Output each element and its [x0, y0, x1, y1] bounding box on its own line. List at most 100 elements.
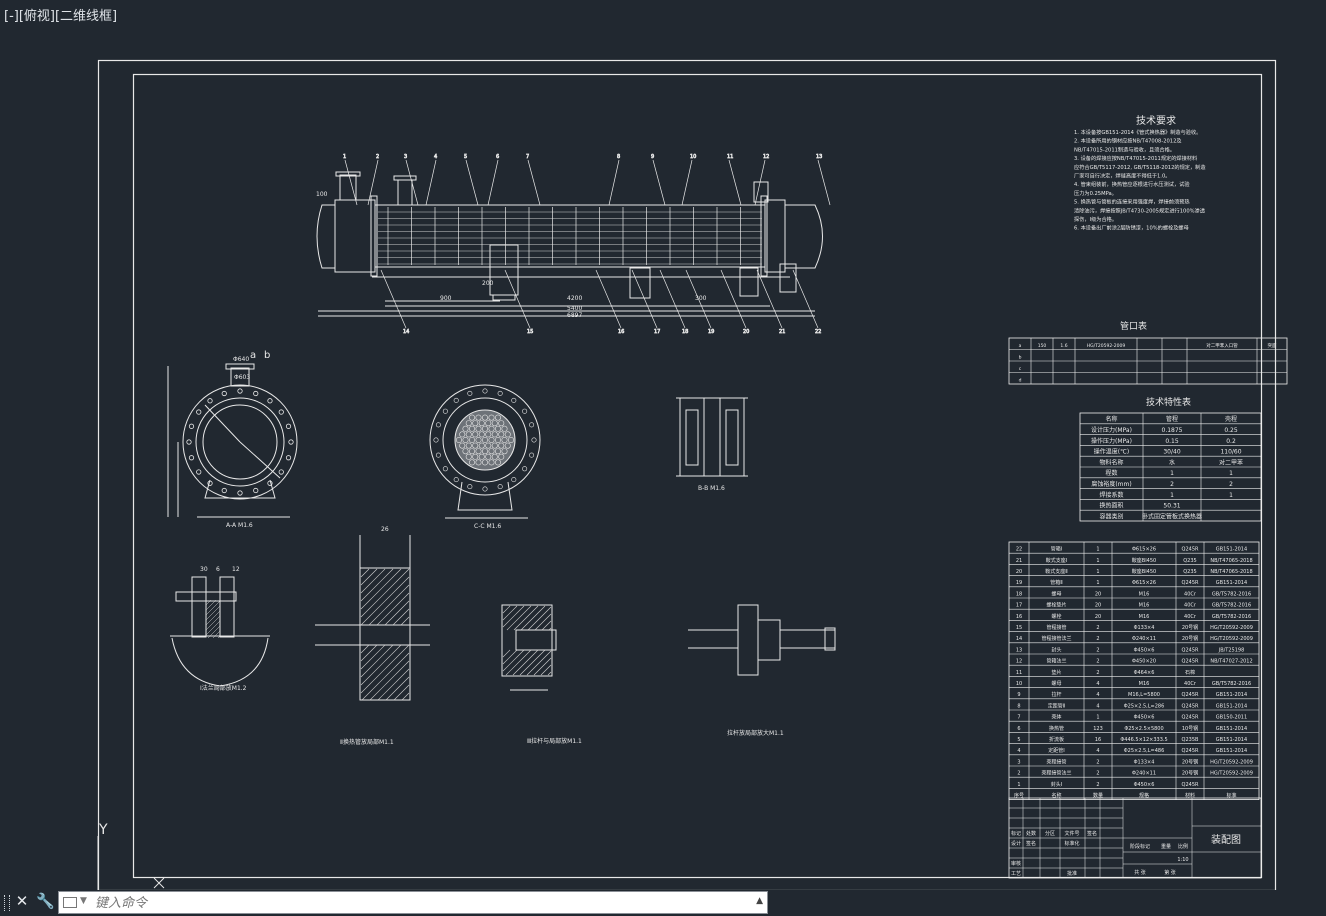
balloon-label: 9 [651, 154, 654, 160]
dim-d1-6: 6 [216, 566, 220, 573]
bom-cell: M16,L=5800 [1128, 692, 1160, 698]
tube-hole [488, 459, 495, 466]
hatch-line [526, 650, 552, 676]
char-cell: 0.1875 [1162, 427, 1183, 434]
bolt-hole [278, 409, 284, 415]
char-cell: 2 [1170, 481, 1174, 488]
hatch-line [360, 568, 378, 586]
tube-hole [501, 425, 508, 432]
hatch-line [369, 660, 410, 701]
command-prompt-icon[interactable] [63, 897, 77, 908]
hatch-line [360, 644, 370, 654]
title-block-label: 共 张 [1134, 869, 1146, 876]
bolt-hole [207, 398, 213, 404]
wrench-icon[interactable]: 🔧 [36, 892, 55, 910]
nozzle-cell: 突面 [1268, 342, 1277, 349]
detail-4-view [688, 604, 836, 676]
dim-300: 300 [695, 295, 707, 302]
bom-cell: HG/T20592-2009 [1210, 771, 1253, 777]
bolt-hole [221, 390, 227, 397]
bom-cell: GB151-2014 [1216, 580, 1247, 586]
label-section-bb: B-B M1.6 [698, 485, 725, 492]
tube-hole [501, 448, 508, 455]
bom-cell: GB151-2014 [1216, 748, 1247, 754]
leader-line [659, 269, 686, 329]
leader-line [405, 159, 419, 206]
bom-cell: 20号钢 [1182, 770, 1198, 777]
hatch-line [360, 644, 402, 686]
leader-line [754, 159, 766, 206]
tube-hole [498, 453, 505, 460]
hatch-line [385, 676, 410, 701]
section-aa-view [167, 363, 298, 518]
title-block-label: 阶段标记 [1130, 843, 1150, 850]
title-block-title: 装配图 [1211, 833, 1241, 846]
balloon-label: 5 [464, 154, 467, 160]
hatch-line [519, 649, 546, 676]
bolt-hole [207, 480, 213, 486]
bolt-hole [186, 439, 192, 445]
hatch-line [360, 568, 386, 594]
bom-cell: 1 [1017, 782, 1020, 788]
tech-req-title: 技术要求 [1136, 114, 1176, 127]
bom-cell: 12 [1016, 659, 1022, 665]
nozzle-cell: b [1019, 354, 1022, 360]
nozzle-table-title: 管口表 [1120, 320, 1147, 332]
bom-cell: 数量 [1093, 792, 1103, 799]
bolt-hole [188, 423, 195, 429]
balloon-label: 19 [708, 329, 714, 335]
prompt-chevron-icon[interactable]: ▼ [80, 896, 87, 906]
bom-cell: 鞍座BI450 [1132, 557, 1156, 564]
history-arrow-icon[interactable]: ▲ [756, 896, 763, 906]
bolt-hole [497, 484, 503, 490]
tube-hole [494, 425, 501, 432]
char-cell: 操作温度(℃) [1094, 448, 1129, 456]
bom-cell: 2 [1096, 670, 1099, 676]
hatch-line [205, 610, 221, 626]
bom-cell: Φ240×11 [1132, 636, 1156, 642]
bom-cell: Q245R [1182, 782, 1199, 788]
detail-2-view [315, 535, 430, 701]
char-cell: 1 [1170, 470, 1174, 477]
command-input[interactable] [93, 893, 737, 914]
tube-hole [468, 425, 475, 432]
bom-cell: 1 [1096, 715, 1099, 721]
title-block-label: 工艺 [1011, 871, 1021, 877]
bolt-hole [467, 390, 473, 396]
bom-cell: 螺母 [1051, 590, 1061, 597]
title-block-label: 审核 [1011, 860, 1021, 867]
bolt-hole [531, 437, 537, 443]
hatch-line [540, 664, 552, 676]
balloon-label: 16 [618, 329, 624, 335]
bom-cell: 垫片 [1051, 669, 1061, 676]
bolt-hole [196, 409, 202, 415]
char-cell: 操作压力(MPa) [1091, 437, 1132, 445]
bom-cell: 规格 [1139, 792, 1149, 799]
bom-cell: NB/T47065-2018 [1210, 569, 1252, 575]
command-input-box[interactable]: ▼ ▲ [58, 891, 768, 914]
tube-hole [498, 431, 505, 438]
outer-frame [97, 59, 1277, 890]
bolt-hole [435, 452, 441, 458]
char-cell: 1 [1170, 492, 1174, 499]
hatch-line [360, 568, 370, 578]
drag-grip-icon[interactable] [4, 895, 10, 911]
viewport-label[interactable]: [-][俯视][二维线框] [4, 9, 118, 24]
tube-hole [465, 442, 472, 449]
hatch-line [512, 649, 539, 676]
bom-cell: 11 [1016, 670, 1022, 676]
title-block-label: 重量 [1161, 843, 1171, 850]
bom-cell: GB150-2011 [1216, 715, 1247, 721]
bom-cell: Q245R [1182, 647, 1199, 653]
bom-cell: 17 [1016, 603, 1022, 609]
title-block-scale: 1:10 [1177, 857, 1188, 863]
leader-line [504, 269, 531, 329]
bom-cell: Q245R [1182, 692, 1199, 698]
bom-cell: 管程接管法兰 [1041, 635, 1071, 642]
title-block-label: 文件号 [1064, 830, 1079, 837]
balloon-label: 17 [654, 329, 660, 335]
char-cell: 2 [1229, 481, 1233, 488]
close-icon[interactable]: ✕ [15, 892, 29, 910]
bom-cell: 2 [1096, 782, 1099, 788]
